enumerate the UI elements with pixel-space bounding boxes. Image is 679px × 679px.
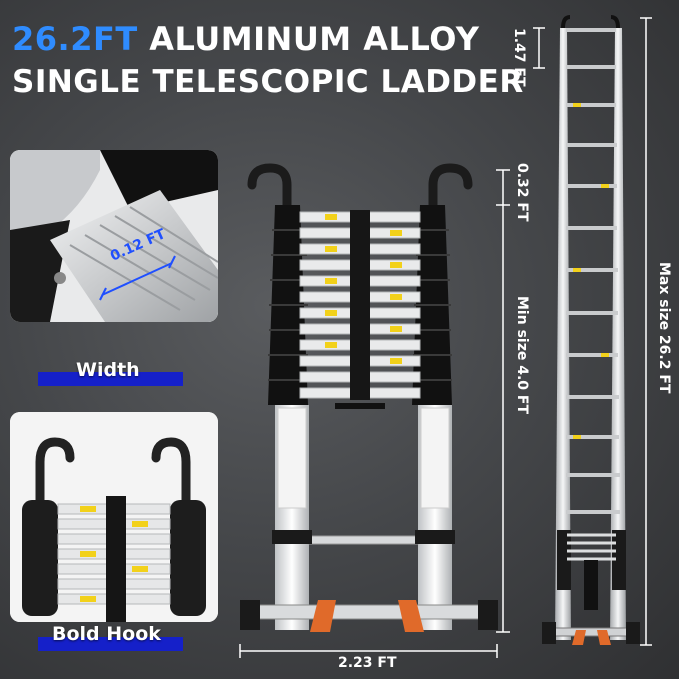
hook-label-bar bbox=[38, 637, 183, 651]
min-size-label: Min size 4.0 FT bbox=[514, 296, 530, 415]
width-label: Width bbox=[76, 359, 140, 381]
max-size-label: Max size 26.2 FT bbox=[656, 262, 672, 394]
width-label-bar bbox=[38, 372, 183, 386]
width-detail-illustration bbox=[10, 150, 218, 322]
top-rung-gap-label: 1.47 FT bbox=[511, 28, 527, 87]
hook-label: Bold Hook bbox=[52, 623, 161, 645]
headline-line-2: SINGLE TELESCOPIC LADDER bbox=[12, 64, 524, 100]
hook-detail-panel bbox=[10, 412, 218, 622]
width-detail-panel: 0.12 FT bbox=[10, 150, 218, 322]
headline-line-1: 26.2FT ALUMINUM ALLOY bbox=[12, 20, 479, 58]
hook-detail-illustration bbox=[10, 412, 218, 622]
base-width-label: 2.23 FT bbox=[338, 655, 397, 671]
headline-material: ALUMINUM ALLOY bbox=[149, 20, 480, 58]
headline-size: 26.2FT bbox=[12, 20, 138, 58]
hook-gap-label: 0.32 FT bbox=[514, 163, 530, 222]
